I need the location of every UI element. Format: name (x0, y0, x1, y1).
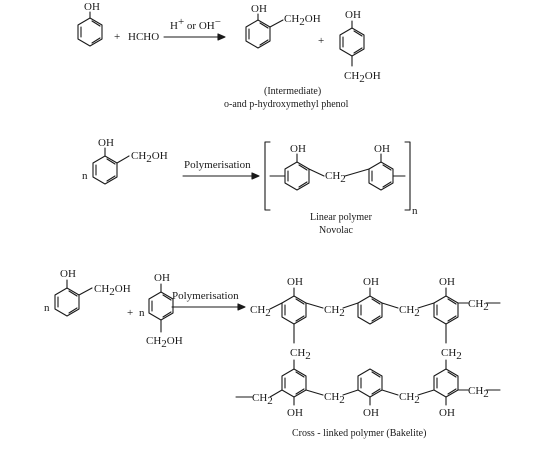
reaction-arrow-3 (171, 303, 246, 311)
bakelite-ch2-crosslink-right: CH2 (441, 347, 462, 362)
novolac-ch2-bridge: CH2 (325, 170, 346, 185)
bakelite-ch2-bottom-right: CH2 (468, 385, 489, 400)
novolac-oh-label-1: OH (290, 143, 306, 155)
intermediate-label: (Intermediate) (264, 86, 321, 97)
intermediate-caption: o-and p-hydroxymethyl phenol (224, 99, 349, 110)
bakelite-ch2-bottom-left: CH2 (252, 392, 273, 407)
ortho-hydroxymethyl-phenol-ring (245, 13, 284, 49)
bakelite-ortho-oh-label: OH (60, 268, 76, 280)
bakelite-ring-top-3 (417, 287, 469, 344)
bakelite-ring-bottom-1 (269, 359, 324, 406)
reaction-arrow-1 (163, 33, 226, 41)
bakelite-ch2-bottom-bridge-1: CH2 (324, 391, 345, 406)
bakelite-oh-bottom-1: OH (287, 407, 303, 419)
bakelite-ortho-ch2oh-label: CH2OH (94, 283, 131, 298)
para-ch2oh-label: CH2OH (344, 70, 381, 85)
para-hydroxymethyl-phenol-ring (339, 20, 365, 67)
bakelite-ring-bottom-2 (342, 368, 399, 406)
bakelite-oh-top-2: OH (363, 276, 379, 288)
bakelite-caption: Cross - linked polymer (Bakelite) (292, 428, 426, 439)
bakelite-ring-top-1 (269, 287, 324, 344)
novolac-unit-ring-2 (344, 153, 406, 191)
plus-sign-1: + (114, 31, 120, 43)
reaction3: OH CH2OH n + n OH CH2OH Polymerisation C… (44, 268, 501, 439)
bakelite-oh-bottom-3: OH (439, 407, 455, 419)
novolac-unit-ring-1 (269, 153, 325, 191)
bakelite-ortho-monomer-ring (54, 279, 93, 317)
bakelite-plus-sign: + (127, 307, 133, 319)
bakelite-ch2-crosslink-left: CH2 (290, 347, 311, 362)
ortho-ch2oh-label: CH2OH (284, 13, 321, 28)
bakelite-ring-top-2 (342, 287, 399, 325)
bakelite-ch2-bottom-bridge-2: CH2 (399, 391, 420, 406)
ortho-oh-label: OH (251, 3, 267, 15)
bakelite-ch2-top-right: CH2 (468, 298, 489, 313)
novolac-monomer-ring (92, 147, 130, 185)
para-oh-label: OH (345, 9, 361, 21)
bakelite-oh-top-1: OH (287, 276, 303, 288)
bakelite-ch2-top-bridge-1: CH2 (324, 304, 345, 319)
reaction-arrow-2 (182, 172, 260, 180)
linear-polymer-caption: Linear polymer (310, 212, 373, 223)
formaldehyde-label: HCHO (128, 31, 159, 43)
reaction2: OH CH2OH n Polymerisation OH CH2 (82, 137, 418, 236)
novolac-oh-label-2: OH (374, 143, 390, 155)
bakelite-ortho-n-label: n (44, 302, 50, 314)
bakelite-ch2-top-bridge-2: CH2 (399, 304, 420, 319)
bakelite-para-monomer-ring (148, 283, 174, 333)
novolac-caption: Novolac (319, 225, 353, 236)
monomer-ch2oh-label: CH2OH (131, 150, 168, 165)
phenol-oh-label: OH (84, 1, 100, 13)
bakelite-ch2-top-left: CH2 (250, 304, 271, 319)
novolac-subscript-n: n (412, 205, 418, 217)
bakelite-para-n-label: n (139, 307, 145, 319)
plus-sign-2: + (318, 35, 324, 47)
bakelite-oh-bottom-2: OH (363, 407, 379, 419)
monomer-oh-label: OH (98, 137, 114, 149)
polymerisation-label-3: Polymerisation (172, 290, 239, 302)
polymerisation-label-2: Polymerisation (184, 159, 251, 171)
bakelite-ring-bottom-3 (417, 359, 469, 406)
reaction1: OH + HCHO H+ or OH− OH CH2OH + OH CH (77, 1, 381, 110)
bakelite-para-oh-label: OH (154, 272, 170, 284)
bakelite-para-ch2oh-label: CH2OH (146, 335, 183, 350)
bakelite-oh-top-3: OH (439, 276, 455, 288)
phenol-ring (77, 11, 103, 47)
monomer-n-label: n (82, 170, 88, 182)
catalyst-condition-label: H+ or OH− (170, 16, 221, 32)
novolac-brackets (264, 141, 411, 211)
